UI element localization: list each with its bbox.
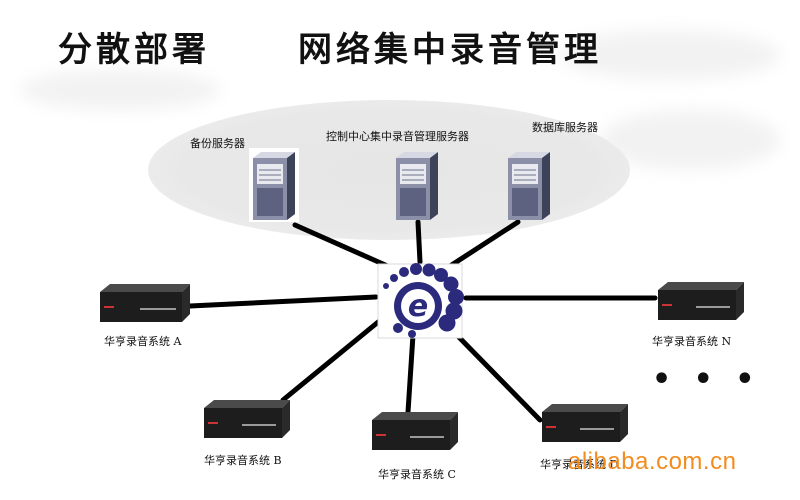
- control-server-label: 控制中心集中录音管理服务器: [326, 130, 469, 143]
- link-control-hub: [415, 219, 423, 265]
- backup-server-icon: [249, 148, 299, 222]
- link-system-b-hub: [280, 315, 386, 403]
- link-database-hub: [444, 219, 521, 271]
- system-d-label: 华亨录音系统 D: [540, 458, 619, 471]
- database-server-label: 数据库服务器: [532, 121, 598, 134]
- link-system-c-hub: [405, 332, 416, 415]
- hub-logo-icon: e: [374, 262, 466, 340]
- system-a-label: 华亨录音系统 A: [104, 335, 182, 348]
- database-server-icon: [504, 148, 550, 220]
- watermark: alibaba.com.cn: [568, 448, 737, 475]
- title-right: 网络集中录音管理: [298, 30, 602, 70]
- link-system-d-hub: [444, 322, 543, 423]
- system-n-label: 华亨录音系统 N: [652, 335, 732, 348]
- system-c-device-icon: [368, 410, 460, 458]
- system-b-label: 华亨录音系统 B: [204, 454, 282, 467]
- backup-server-label: 备份服务器: [190, 137, 245, 150]
- link-system-a-hub: [187, 294, 379, 309]
- background-smudge: [20, 70, 220, 110]
- system-n-device-icon: [654, 280, 746, 328]
- control-server-icon: [392, 148, 438, 220]
- system-b-device-icon: [200, 398, 292, 446]
- system-a-device-icon: [96, 282, 192, 330]
- system-d-device-icon: [538, 402, 630, 450]
- background-smudge: [560, 30, 780, 80]
- more-systems-ellipsis: • • •: [652, 362, 761, 397]
- svg-text:e: e: [408, 289, 428, 324]
- system-c-label: 华亨录音系统 C: [378, 468, 456, 481]
- title-left: 分散部署: [58, 30, 210, 70]
- background-smudge: [600, 110, 780, 170]
- link-backup-hub: [292, 222, 395, 271]
